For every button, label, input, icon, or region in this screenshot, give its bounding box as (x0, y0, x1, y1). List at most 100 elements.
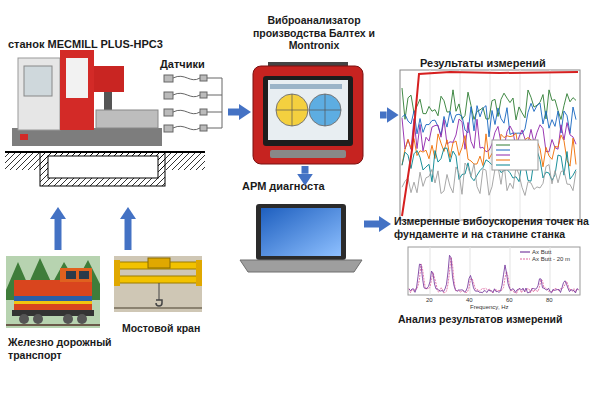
spindle (104, 92, 112, 110)
crane-girder (116, 276, 200, 283)
legend-label: Ax Butt (532, 249, 551, 255)
flow-arrow (125, 219, 132, 250)
sensor-cable (173, 93, 200, 96)
machine-detail (20, 134, 28, 140)
results-plot (400, 70, 580, 220)
legend-line (496, 145, 510, 146)
plot-frame (408, 247, 580, 295)
node-title: станок MECMILL PLUS-HPC3 (8, 38, 208, 51)
sensor (164, 75, 173, 82)
analyzer-body (253, 66, 363, 164)
sensor-cable (173, 126, 200, 129)
flow-arrow (55, 219, 62, 250)
crane-illustration (114, 256, 202, 312)
node-title: АРМ диагноста (242, 180, 362, 193)
node-title: Железно дорожный транспорт (8, 336, 112, 361)
locomotive-cab (60, 268, 92, 282)
crane-hook (156, 300, 162, 306)
axis-title: Frequency, Hz (470, 304, 509, 310)
floor-line (5, 151, 205, 153)
laptop-illustration (240, 204, 362, 272)
machine-column (60, 50, 94, 130)
plot-legend-box (492, 140, 538, 170)
hoist-rope (159, 283, 160, 300)
cabin-window (24, 66, 52, 96)
machine-bed (12, 128, 162, 146)
sensor-group: Датчики (156, 58, 228, 140)
body-stripe (14, 296, 92, 301)
crane-source: Мостовой кран (112, 250, 208, 338)
grid-line (490, 70, 491, 220)
laptop-base (240, 260, 362, 272)
photo-background (6, 256, 100, 328)
measurement-trace (402, 88, 576, 120)
wheel (19, 314, 29, 324)
spindle-head (94, 66, 124, 92)
sensor-cable (207, 112, 222, 113)
flow-arrow (380, 112, 387, 119)
sensor-cable (207, 78, 222, 79)
machine-cabin (18, 58, 60, 130)
rail (6, 324, 100, 326)
results-chart: Результаты измерений (392, 55, 588, 223)
legend-label: Ax Butt - 20 m (532, 256, 570, 262)
sensor-illustration (164, 75, 222, 132)
sensor-cable (173, 110, 200, 113)
measurement-trace (402, 72, 578, 216)
legend-line (520, 251, 530, 252)
locomotive-illustration (6, 256, 100, 328)
node-title: Виброанализатор производства Балтех и Mo… (244, 14, 384, 52)
sensor (164, 125, 173, 132)
gauge-crosshair (276, 94, 341, 126)
sensor-cable (207, 128, 222, 129)
sensor-plug (200, 92, 207, 98)
screen-bar (270, 84, 342, 89)
laptop-lid (256, 204, 346, 260)
spectrum-chart: Измеренные вибоускорения точек на фундам… (390, 215, 590, 327)
machine-table (96, 110, 158, 128)
node-title: Мостовой кран (122, 322, 217, 335)
node-caption: Анализ результатов измерений (398, 313, 588, 326)
grid-line (460, 70, 461, 220)
flow-arrow (364, 221, 379, 228)
wheel (33, 314, 43, 324)
wheel (63, 314, 73, 324)
node-title: Измеренные вибоускорения точек на фундам… (394, 215, 590, 240)
analyzer-device: Виброанализатор производства Балтех и Mo… (248, 14, 380, 166)
analyzer-bezel (263, 76, 353, 146)
sensor (164, 92, 173, 99)
sensor (164, 109, 173, 116)
wheel (77, 314, 87, 324)
crane-trolley (148, 258, 170, 268)
node-title: Результаты измерений (420, 57, 585, 70)
analyzer-screen (268, 80, 348, 140)
column-panel (66, 58, 88, 98)
machine-illustration (5, 50, 205, 186)
sensor-cable (207, 95, 222, 96)
measurement-trace (402, 163, 576, 195)
spectrum-trace (409, 257, 579, 293)
railway-source: Железно дорожный транспорт (2, 250, 108, 365)
crane-rail (114, 307, 202, 309)
node-title: Датчики (160, 58, 230, 71)
laptop-screen (261, 208, 341, 256)
sensor-cable (173, 76, 200, 79)
legend-line (496, 155, 510, 156)
cab-window (66, 271, 76, 279)
sensor-plug (200, 125, 207, 131)
grid-line (430, 70, 431, 220)
axis-tick: 40 (466, 297, 473, 303)
flow-arrow (302, 166, 309, 174)
foundation-block (48, 156, 158, 178)
legend-line (520, 258, 530, 259)
legend-line (496, 160, 510, 161)
flow-arrow (228, 109, 239, 116)
spectrum-trace (409, 255, 579, 293)
locomotive-body (14, 280, 92, 310)
measurement-trace (402, 103, 576, 137)
sensor-plug (200, 109, 207, 115)
axis-tick: 60 (506, 297, 513, 303)
sensor-plug (200, 75, 207, 81)
workstation: АРМ диагноста (236, 180, 364, 274)
